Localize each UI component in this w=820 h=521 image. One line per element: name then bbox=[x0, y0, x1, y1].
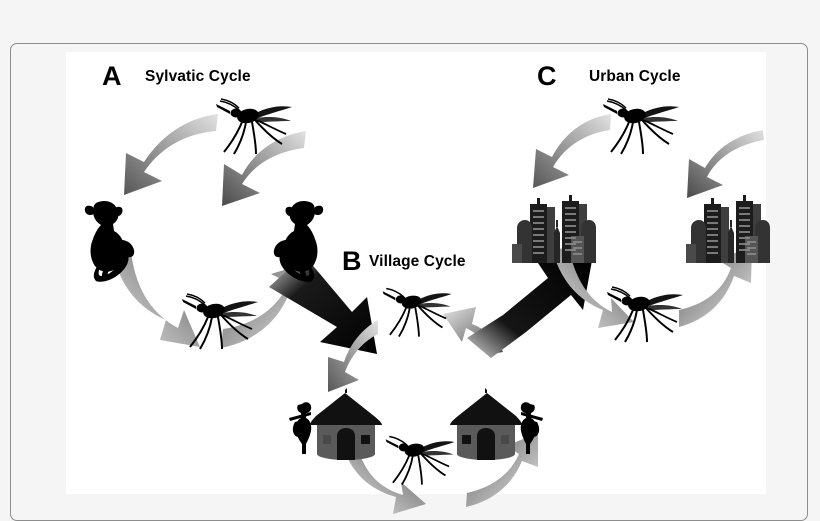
city-skyline-urban-left bbox=[509, 186, 599, 266]
person-right bbox=[520, 402, 543, 454]
arrow-a-mosquito-to-monkey-left bbox=[124, 114, 218, 195]
transition-arrow-b-to-c bbox=[467, 255, 593, 358]
mosquito-sylvatic-top bbox=[212, 98, 298, 156]
mosquito-village-bottom bbox=[382, 435, 460, 487]
figure-canvas: A Sylvatic Cycle bbox=[66, 52, 770, 514]
monkey-sylvatic-left bbox=[74, 195, 146, 283]
hut-village-right bbox=[443, 382, 563, 464]
panel-title-c: Urban Cycle bbox=[589, 68, 681, 85]
panel-letter-b: B bbox=[342, 246, 362, 276]
monkey-sylvatic-right bbox=[262, 195, 334, 283]
panel-title-b: Village Cycle bbox=[369, 253, 466, 270]
panel-letter-a: A bbox=[102, 61, 122, 91]
mosquito-urban-top bbox=[599, 98, 685, 156]
panel-title-a: Sylvatic Cycle bbox=[145, 68, 251, 85]
mosquito-urban-bottom bbox=[603, 286, 689, 344]
hut-village-left bbox=[269, 382, 389, 464]
person-left bbox=[289, 402, 312, 454]
mosquito-village-top bbox=[379, 287, 457, 339]
hut-left bbox=[310, 388, 382, 460]
panel-letter-c: C bbox=[537, 61, 557, 91]
figure-frame: A Sylvatic Cycle bbox=[10, 43, 808, 521]
mosquito-sylvatic-bottom bbox=[178, 293, 264, 351]
city-skyline-urban-right bbox=[683, 186, 773, 266]
hut-right bbox=[450, 388, 522, 460]
